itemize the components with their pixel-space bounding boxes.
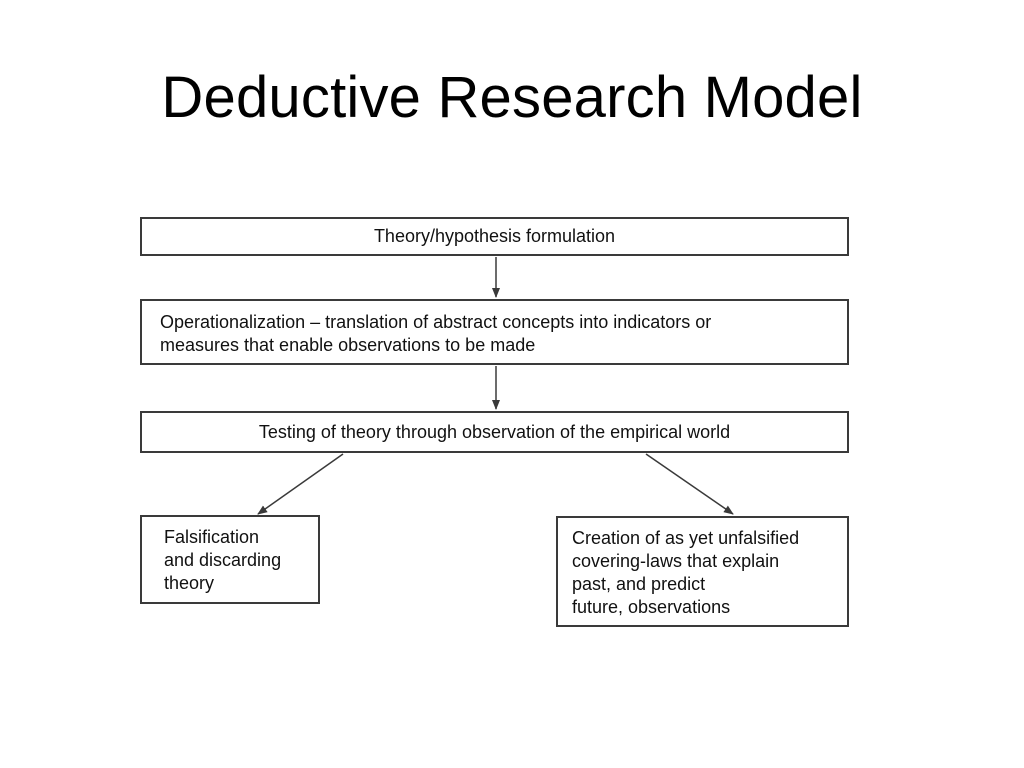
operationalization-line: measures that enable observations to be … [160,335,536,355]
operationalization-line: Operationalization – translation of abst… [160,312,712,332]
covering-laws-line: future, observations [572,597,731,617]
arrow-testing-to-falsification [257,453,344,515]
covering-laws-line: past, and predict [572,574,706,594]
falsification-line: and discarding [164,550,282,570]
covering-laws-line: Creation of as yet unfalsified [572,528,800,548]
covering-laws-line: covering-laws that explain [572,551,780,571]
falsification-box: Falsification and discarding theory [140,515,320,604]
testing-box: Testing of theory through observation of… [140,411,849,453]
falsification-line: theory [164,573,215,593]
testing-label: Testing of theory through observation of… [258,421,731,442]
arrow-testing-to-creation [645,453,734,515]
falsification-line: Falsification [164,527,260,547]
theory-formulation-label: Theory/hypothesis formulation [373,226,616,246]
operationalization-box: Operationalization – translation of abst… [140,299,849,365]
theory-formulation-box: Theory/hypothesis formulation [140,217,849,256]
covering-laws-box: Creation of as yet unfalsified covering-… [556,516,849,627]
slide-title: Deductive Research Model [161,65,863,130]
